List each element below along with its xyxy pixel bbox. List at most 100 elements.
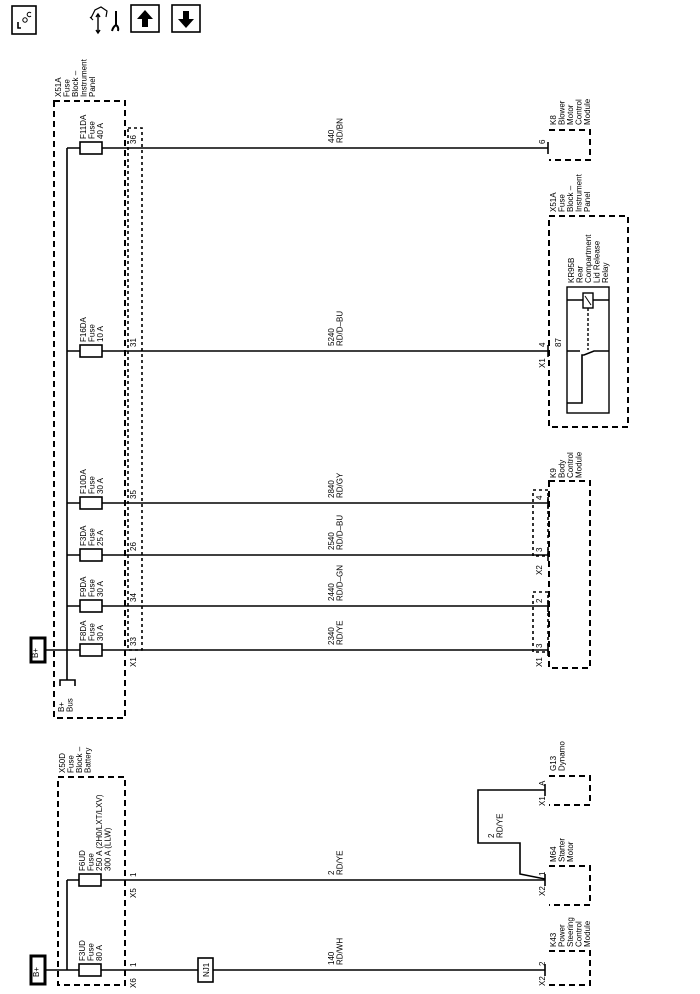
bus-label: B+Bus [57, 698, 75, 712]
pin-number: 4 [538, 342, 547, 347]
connector-label: X2 [535, 565, 544, 575]
loc-button[interactable] [11, 5, 37, 35]
pin-number-line: 3 [535, 643, 544, 648]
pin-number-line: 3 [535, 547, 544, 552]
pin-number: 2 [538, 961, 547, 966]
connector-x1-outline [127, 127, 143, 651]
k9-title-line: K9 [549, 468, 558, 478]
k9-x2-connector [532, 489, 549, 557]
g13-title-line: G13 [549, 755, 558, 771]
kr95b-relay [566, 286, 610, 414]
pin-number: 26 [129, 542, 138, 551]
fuse-label-line: F9DA [79, 576, 88, 597]
fuse-f3ud [78, 963, 102, 977]
fuse-label-line: 40 A [96, 122, 105, 139]
connector-label: X2 [538, 976, 547, 986]
k8-outline [549, 129, 591, 161]
k43-title-line: Module [583, 920, 592, 947]
wire-label-line: RD/D–GN [336, 565, 345, 601]
pin-number: 3 [535, 547, 544, 552]
fuse [79, 496, 103, 510]
relay-block-title-line: Fuse [558, 194, 567, 212]
relay-title-line: Relay [601, 263, 610, 283]
k8-title-line: Module [583, 98, 592, 125]
wire-label-line: RD/YE [336, 851, 345, 875]
b-plus-label: B+ [32, 967, 41, 977]
fuse [79, 599, 103, 613]
pin-number: 1 [538, 871, 547, 876]
fuse-label-line: 10 A [96, 325, 105, 342]
wire-label-line: RD/YE [496, 814, 505, 838]
fuse-block-battery-title-line: Battery [84, 748, 93, 773]
service-info-icon[interactable] [89, 6, 120, 35]
wire-label-line: 5240 [327, 328, 336, 346]
connector-label-line: X6 [129, 978, 138, 988]
wire-label-line: RD/YE [336, 621, 345, 645]
fuse-label-line: 30 A [96, 580, 105, 597]
arrow-up-icon [137, 10, 153, 27]
fuse-label-line: 300 A (LLW) [104, 827, 113, 871]
pin-number-line: 1 [129, 962, 138, 967]
fuse-label-line: F10DA [79, 468, 88, 494]
fuse-label-line: Fuse [88, 579, 97, 597]
fuse-label-line: 30 A [96, 624, 105, 641]
connector-label-line: X2 [535, 565, 544, 575]
next-page-button[interactable] [171, 4, 201, 33]
pin-number: 35 [129, 490, 138, 499]
b-plus-source-battery [29, 954, 67, 986]
connector-label: X6 [129, 978, 138, 988]
pin-number: 34 [129, 593, 138, 602]
pin-number-line: 4 [538, 342, 547, 347]
pin-number-line: 35 [129, 490, 138, 499]
relay-block-outline [548, 215, 629, 428]
fuse-label-line: Fuse [88, 623, 97, 641]
pin-number-line: 87 [554, 338, 563, 347]
relay-block-title-line: Block – [566, 185, 575, 212]
k9-title-line: Body [558, 460, 567, 478]
b-plus-source [29, 636, 67, 664]
connector-label: X1 [538, 358, 547, 368]
k9-title-line: Module [575, 451, 584, 478]
pin-number: 87 [554, 338, 563, 347]
splice-label: NJ1 [202, 962, 211, 977]
pin-number: 31 [129, 338, 138, 347]
previous-page-button[interactable] [130, 4, 160, 33]
wire-label-line: 2340 [327, 627, 336, 645]
fuse-label-line: 250 A (2H0/LXT/LXV) [95, 794, 104, 871]
m64-title-line: M64 [549, 846, 558, 862]
g13-title-line: Dynamo [558, 741, 567, 771]
k9-outline [548, 480, 591, 669]
arrow-down-icon [178, 11, 194, 28]
fuse [79, 141, 103, 155]
pin-number-line: 6 [538, 139, 547, 144]
fuse-block-ip-title-line: Instrument [80, 58, 89, 97]
fuse [79, 643, 103, 657]
pin-number: 4 [535, 495, 544, 500]
relay-title-line: Lid Release [593, 240, 602, 283]
pin-number: 1 [129, 962, 138, 967]
connector-label: X1 [129, 657, 138, 667]
relay-title-line: KR95B [567, 258, 576, 283]
pin-number-line: 31 [129, 338, 138, 347]
pin-number: 3 [535, 643, 544, 648]
wire-label-line: 2 [327, 870, 336, 875]
m64-title-line: Motor [566, 841, 575, 862]
k8-title-line: K8 [549, 115, 558, 125]
relay-title-line: Rear [576, 265, 585, 283]
